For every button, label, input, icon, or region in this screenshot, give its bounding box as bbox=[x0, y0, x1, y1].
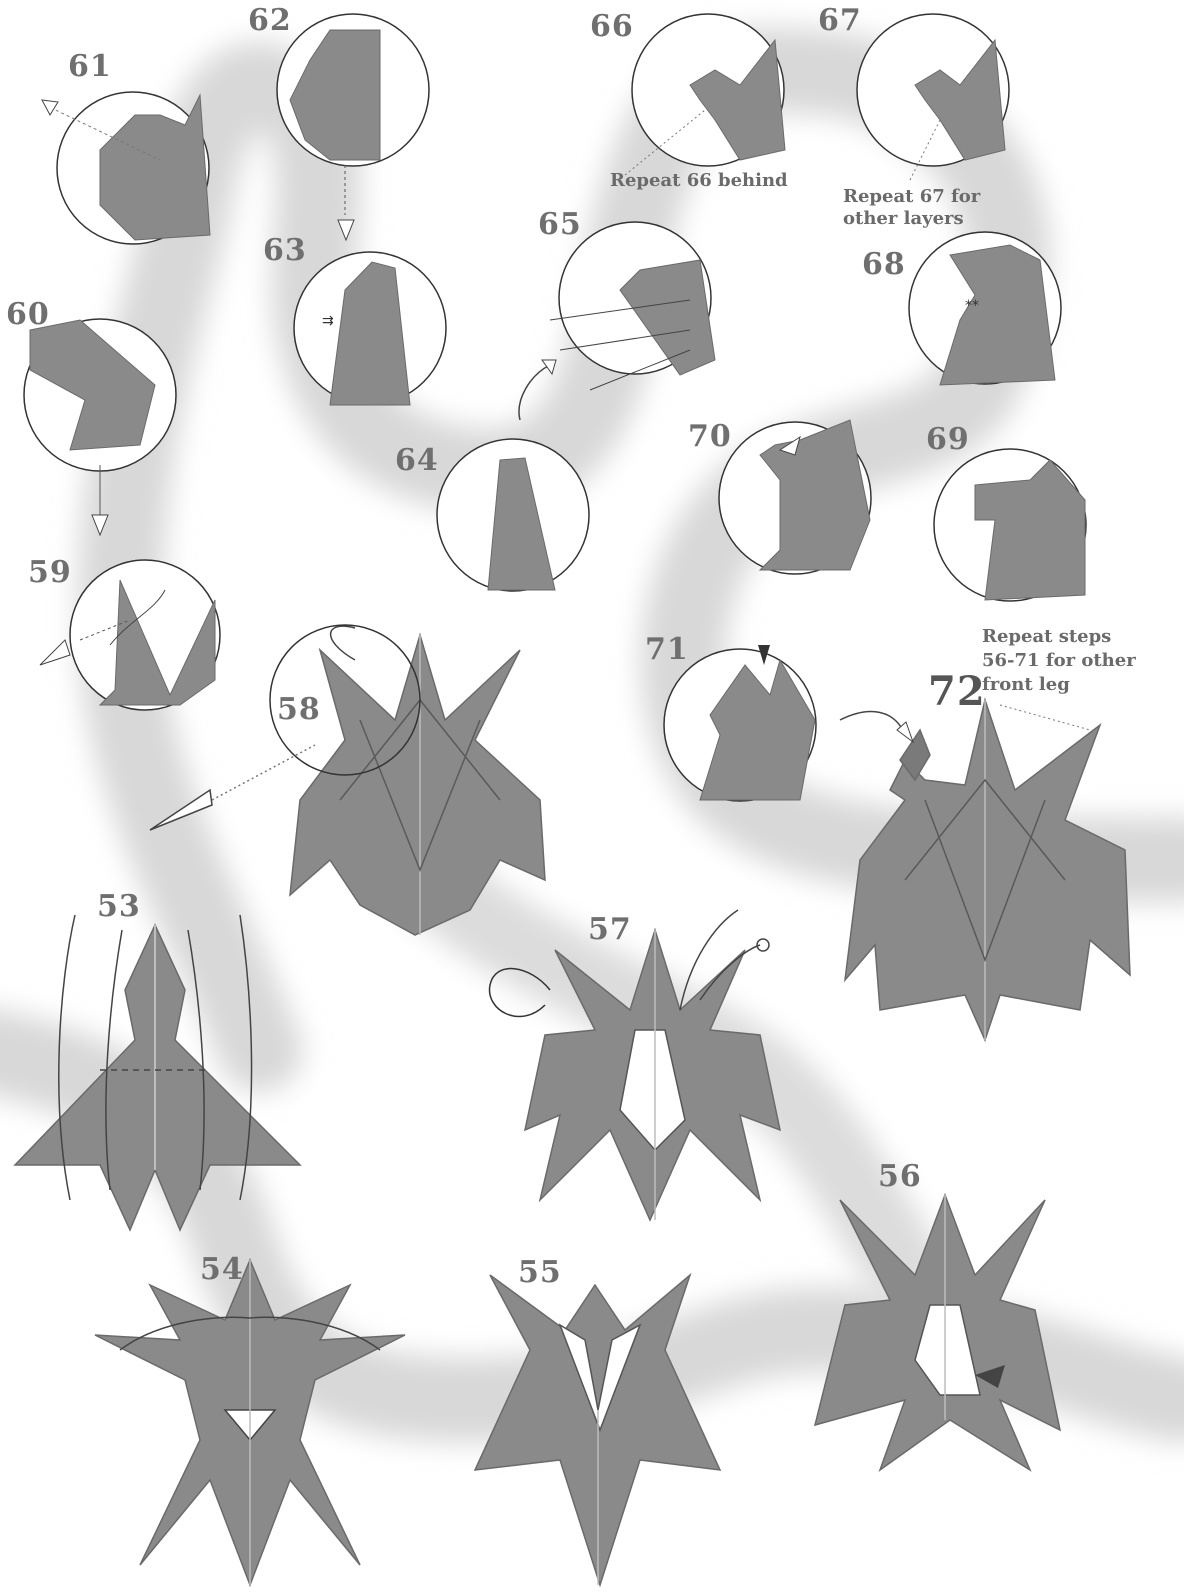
step-label-57: 57 bbox=[588, 915, 632, 945]
step-label-54: 54 bbox=[200, 1255, 244, 1285]
step-label-55: 55 bbox=[518, 1258, 562, 1288]
step-label-62: 62 bbox=[248, 6, 292, 36]
arrow-71-to-72 bbox=[840, 712, 905, 735]
step-69-detail bbox=[934, 449, 1086, 601]
step-label-59: 59 bbox=[28, 558, 72, 588]
step-67-detail bbox=[857, 14, 1009, 180]
step-label-63: 63 bbox=[263, 236, 307, 266]
note-repeat-67-line2: other layers bbox=[843, 208, 964, 230]
step-label-65: 65 bbox=[538, 210, 582, 240]
note-repeat-steps-line2: 56-71 for other bbox=[982, 650, 1136, 672]
step-label-66: 66 bbox=[590, 12, 634, 42]
note-repeat-steps-line1: Repeat steps bbox=[982, 626, 1111, 648]
note-repeat-66: Repeat 66 behind bbox=[610, 170, 788, 192]
step-72-leader-line bbox=[1000, 705, 1090, 730]
svg-text:⇉: ⇉ bbox=[322, 313, 334, 329]
step-label-71: 71 bbox=[645, 635, 689, 665]
step-label-69: 69 bbox=[926, 425, 970, 455]
step-label-58: 58 bbox=[277, 695, 321, 725]
step-label-60: 60 bbox=[6, 300, 50, 330]
step-label-68: 68 bbox=[862, 250, 906, 280]
note-repeat-67-line1: Repeat 67 for bbox=[843, 186, 980, 208]
step-72-model bbox=[845, 700, 1130, 1040]
step-label-56: 56 bbox=[878, 1162, 922, 1192]
step-label-61: 61 bbox=[68, 52, 112, 82]
step-68-detail: ** bbox=[909, 232, 1061, 385]
note-repeat-steps-line3: front leg bbox=[982, 674, 1070, 696]
step-label-70: 70 bbox=[688, 422, 732, 452]
step-70-detail bbox=[719, 420, 871, 574]
step-61-detail bbox=[42, 92, 210, 244]
step-label-72: 72 bbox=[928, 672, 986, 712]
svg-text:**: ** bbox=[965, 298, 979, 314]
step-63-detail: ⇉ bbox=[294, 252, 446, 405]
step-label-64: 64 bbox=[395, 446, 439, 476]
step-label-67: 67 bbox=[818, 6, 862, 36]
step-label-53: 53 bbox=[97, 892, 141, 922]
